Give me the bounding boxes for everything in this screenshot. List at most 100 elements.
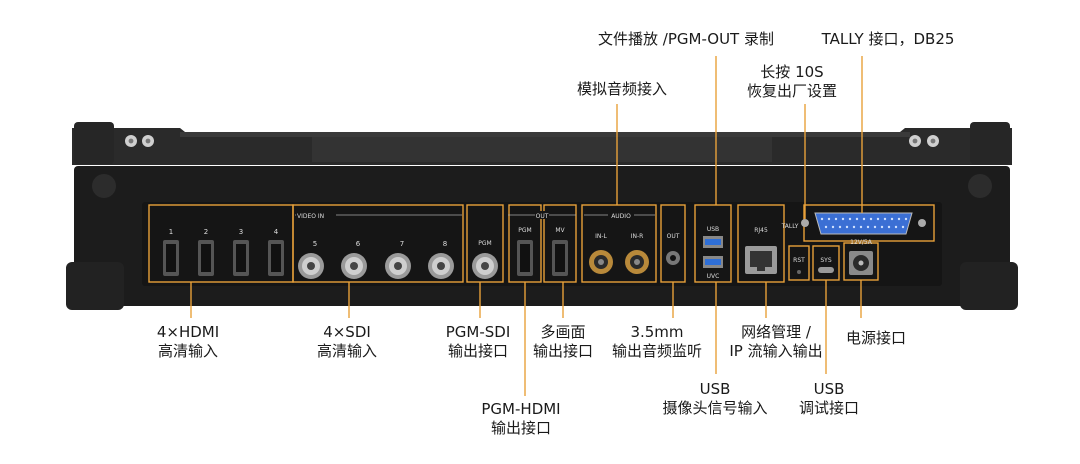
- left-screws-icon: [125, 135, 154, 147]
- bnc-port-7: [385, 253, 411, 279]
- usb-port-bottom: [703, 256, 723, 268]
- hdmi-number-1: 1: [169, 228, 173, 236]
- pgm-sdi-label: PGM: [478, 240, 491, 247]
- bnc-port-6: [341, 253, 367, 279]
- pgm-hdmi-port: [517, 240, 533, 276]
- callout-text: 3.5mm: [630, 323, 684, 341]
- pgm-sdi-port: [472, 253, 498, 279]
- in-r-label: IN-R: [631, 233, 644, 240]
- callout-power: 电源接口: [846, 329, 906, 348]
- sdi-number-8: 8: [443, 240, 447, 248]
- rst-box: [788, 245, 810, 281]
- callout-text: 高清输入: [157, 342, 218, 360]
- sdi-number-6: 6: [356, 240, 361, 248]
- analog-audio-box: [581, 204, 657, 283]
- callout-text: 摄像头信号输入: [662, 399, 768, 417]
- sdi-in-group-box: [292, 204, 464, 283]
- right-bumper: [968, 174, 992, 198]
- callout-text: 输出接口: [532, 342, 594, 360]
- audio-section-label: AUDIO: [611, 213, 631, 220]
- usb-label: USB: [707, 226, 719, 233]
- bnc-port-8: [428, 253, 454, 279]
- hdmi-port-3: [233, 240, 249, 276]
- sys-label: SYS: [820, 257, 831, 264]
- sdi-number-5: 5: [313, 240, 317, 248]
- callout-text: 调试接口: [798, 399, 860, 417]
- rj45-label: RJ45: [754, 227, 768, 234]
- pgm-hdmi-label: PGM: [518, 227, 531, 234]
- callout-text: 文件播放 /PGM-OUT 录制: [598, 30, 774, 48]
- audio-in-r-jack: [625, 250, 649, 274]
- usb-c-port: [818, 267, 834, 273]
- callout-text: PGM-SDI: [445, 323, 511, 341]
- callout-text: 高清输入: [316, 342, 378, 360]
- mv-hdmi-port: [552, 240, 568, 276]
- callout-text: 模拟音频接入: [576, 80, 668, 98]
- callout-text: 输出接口: [447, 342, 508, 360]
- callout-text: TALLY 接口，DB25: [821, 30, 955, 48]
- callout-analog-audio: 模拟音频接入: [577, 80, 667, 99]
- left-top-latch: [74, 122, 114, 164]
- rj45-box: [737, 204, 785, 283]
- callout-text: PGM-HDMI: [481, 400, 561, 418]
- left-foot: [66, 262, 124, 310]
- callout-text: USB: [813, 380, 845, 398]
- bnc-port-5: [298, 253, 324, 279]
- hdmi-number-4: 4: [274, 228, 279, 236]
- hdmi-port-4: [268, 240, 284, 276]
- power-rating-label: 12V/5A: [850, 239, 873, 246]
- callout-text: IP 流输入输出: [729, 342, 823, 360]
- usb-box: [694, 204, 732, 283]
- tally-port-label: TALLY: [781, 223, 799, 230]
- usb-port-top: [703, 236, 723, 248]
- audio-out-jack: [666, 251, 680, 265]
- right-top-latch: [970, 122, 1010, 164]
- right-foot: [960, 262, 1018, 310]
- callout-text: 恢复出厂设置: [746, 82, 838, 100]
- reset-pinhole-icon: [797, 270, 801, 274]
- top-handle-recess: [312, 136, 772, 162]
- right-screws-icon: [909, 135, 939, 147]
- in-l-label: IN-L: [595, 233, 607, 240]
- callout-lines: [190, 56, 863, 396]
- callout-text: 长按 10S: [760, 63, 824, 81]
- callout-text: 电源接口: [845, 329, 907, 347]
- rj45-port: [745, 246, 777, 274]
- audio-out-label: OUT: [667, 233, 680, 240]
- hdmi-number-2: 2: [204, 228, 208, 236]
- callout-text: 网络管理 /: [741, 323, 811, 341]
- audio-in-l-jack: [589, 250, 613, 274]
- callout-text: 输出接口: [490, 419, 551, 437]
- callout-text: 多画面: [540, 323, 586, 341]
- video-in-label: VIDEO IN: [297, 213, 324, 220]
- callout-multiview: 多画面输出接口: [533, 323, 593, 361]
- left-bumper: [92, 174, 116, 198]
- callout-text: 4×HDMI: [156, 323, 220, 341]
- hdmi-inputs: [163, 240, 284, 276]
- sdi-number-7: 7: [400, 240, 404, 248]
- hdmi-port-2: [198, 240, 214, 276]
- uvc-label: UVC: [707, 273, 720, 280]
- hdmi-number-3: 3: [239, 228, 243, 236]
- hdmi-port-1: [163, 240, 179, 276]
- pgm-sdi-box: [466, 204, 504, 283]
- callout-tally: TALLY 接口，DB25: [822, 30, 955, 49]
- db25-connector: [801, 212, 926, 235]
- callout-network: 网络管理 /IP 流输入输出: [729, 323, 822, 361]
- callout-text: 输出音频监听: [611, 342, 703, 360]
- callout-text: 4×SDI: [323, 323, 371, 341]
- sdi-inputs: [298, 253, 454, 279]
- mv-label: MV: [555, 227, 565, 234]
- callout-text: USB: [699, 380, 731, 398]
- rst-label: RST: [793, 257, 805, 264]
